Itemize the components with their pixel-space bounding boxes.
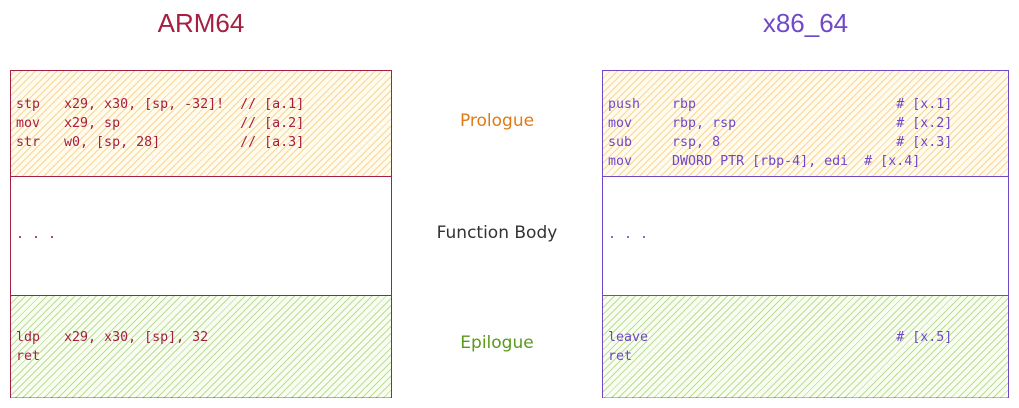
x86-64-body-section: . . . xyxy=(603,177,1008,295)
arm64-prologue-section: stp x29, x30, [sp, -32]! // [a.1] mov x2… xyxy=(11,71,391,177)
x86-64-epilogue-section: leave # [x.5] ret xyxy=(603,295,1008,398)
x86-64-prologue-section: push rbp # [x.1] mov rbp, rsp # [x.2] su… xyxy=(603,71,1008,177)
x86-64-body-code: . . . xyxy=(608,227,649,242)
arm64-epilogue-section: ldp x29, x30, [sp], 32 ret xyxy=(11,295,391,398)
epilogue-label: Epilogue xyxy=(460,333,534,353)
arm64-prologue-code: stp x29, x30, [sp, -32]! // [a.1] mov x2… xyxy=(16,97,305,150)
function-body-label: Function Body xyxy=(436,223,558,243)
arm64-body-section: . . . xyxy=(11,177,391,295)
x86-64-prologue-code: push rbp # [x.1] mov rbp, rsp # [x.2] su… xyxy=(608,97,953,169)
prologue-label: Prologue xyxy=(459,111,535,131)
x86-64-title: x86_64 xyxy=(762,8,849,38)
arm64-body-code: . . . xyxy=(16,227,57,242)
arm64-column: stp x29, x30, [sp, -32]! // [a.1] mov x2… xyxy=(10,70,392,398)
arm64-title: ARM64 xyxy=(157,8,245,38)
x86-64-column: push rbp # [x.1] mov rbp, rsp # [x.2] su… xyxy=(602,70,1009,398)
arm64-epilogue-code: ldp x29, x30, [sp], 32 ret xyxy=(16,330,209,364)
x86-64-epilogue-code: leave # [x.5] ret xyxy=(608,330,953,364)
